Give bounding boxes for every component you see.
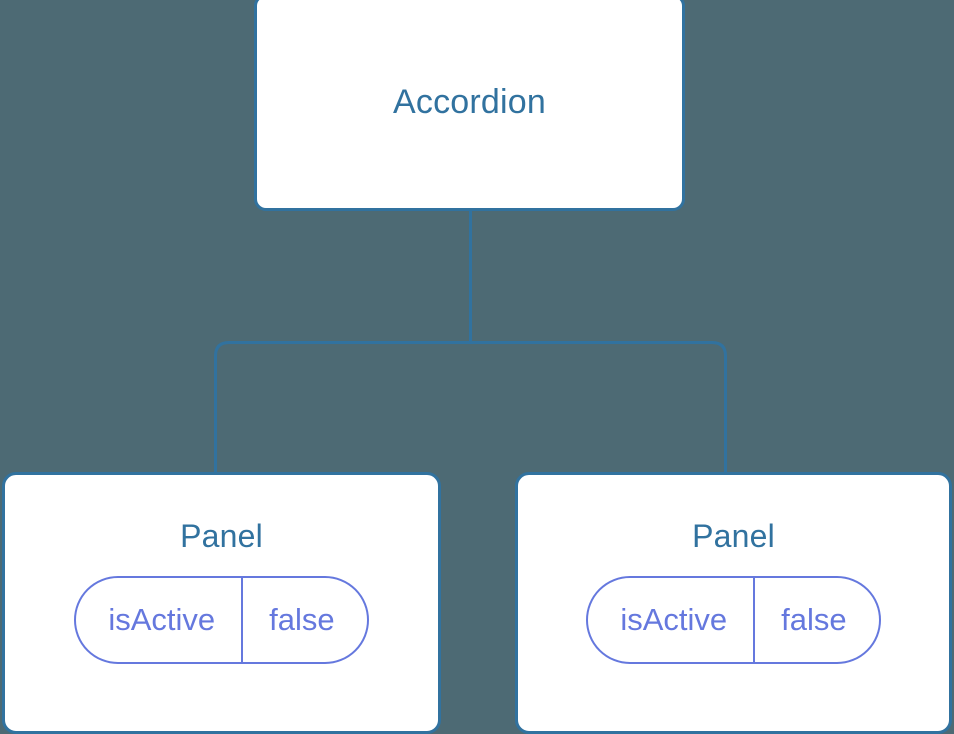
state-pill-panel-1-key: isActive <box>108 602 216 638</box>
edge-split-right <box>470 341 727 476</box>
node-panel-1-label: Panel <box>180 518 263 554</box>
node-panel-2[interactable]: Panel isActive false <box>515 472 952 734</box>
state-pill-panel-2[interactable]: isActive false <box>586 576 881 665</box>
edge-split-left <box>214 341 471 476</box>
node-panel-2-label: Panel <box>692 518 775 554</box>
node-accordion[interactable]: Accordion <box>254 0 685 211</box>
state-pill-panel-2-key: isActive <box>620 602 728 638</box>
state-pill-panel-1-value: false <box>241 578 366 663</box>
state-pill-panel-1[interactable]: isActive false <box>74 576 369 665</box>
node-accordion-label: Accordion <box>393 82 546 121</box>
node-panel-1[interactable]: Panel isActive false <box>2 472 441 734</box>
state-pill-panel-2-value: false <box>753 578 878 663</box>
